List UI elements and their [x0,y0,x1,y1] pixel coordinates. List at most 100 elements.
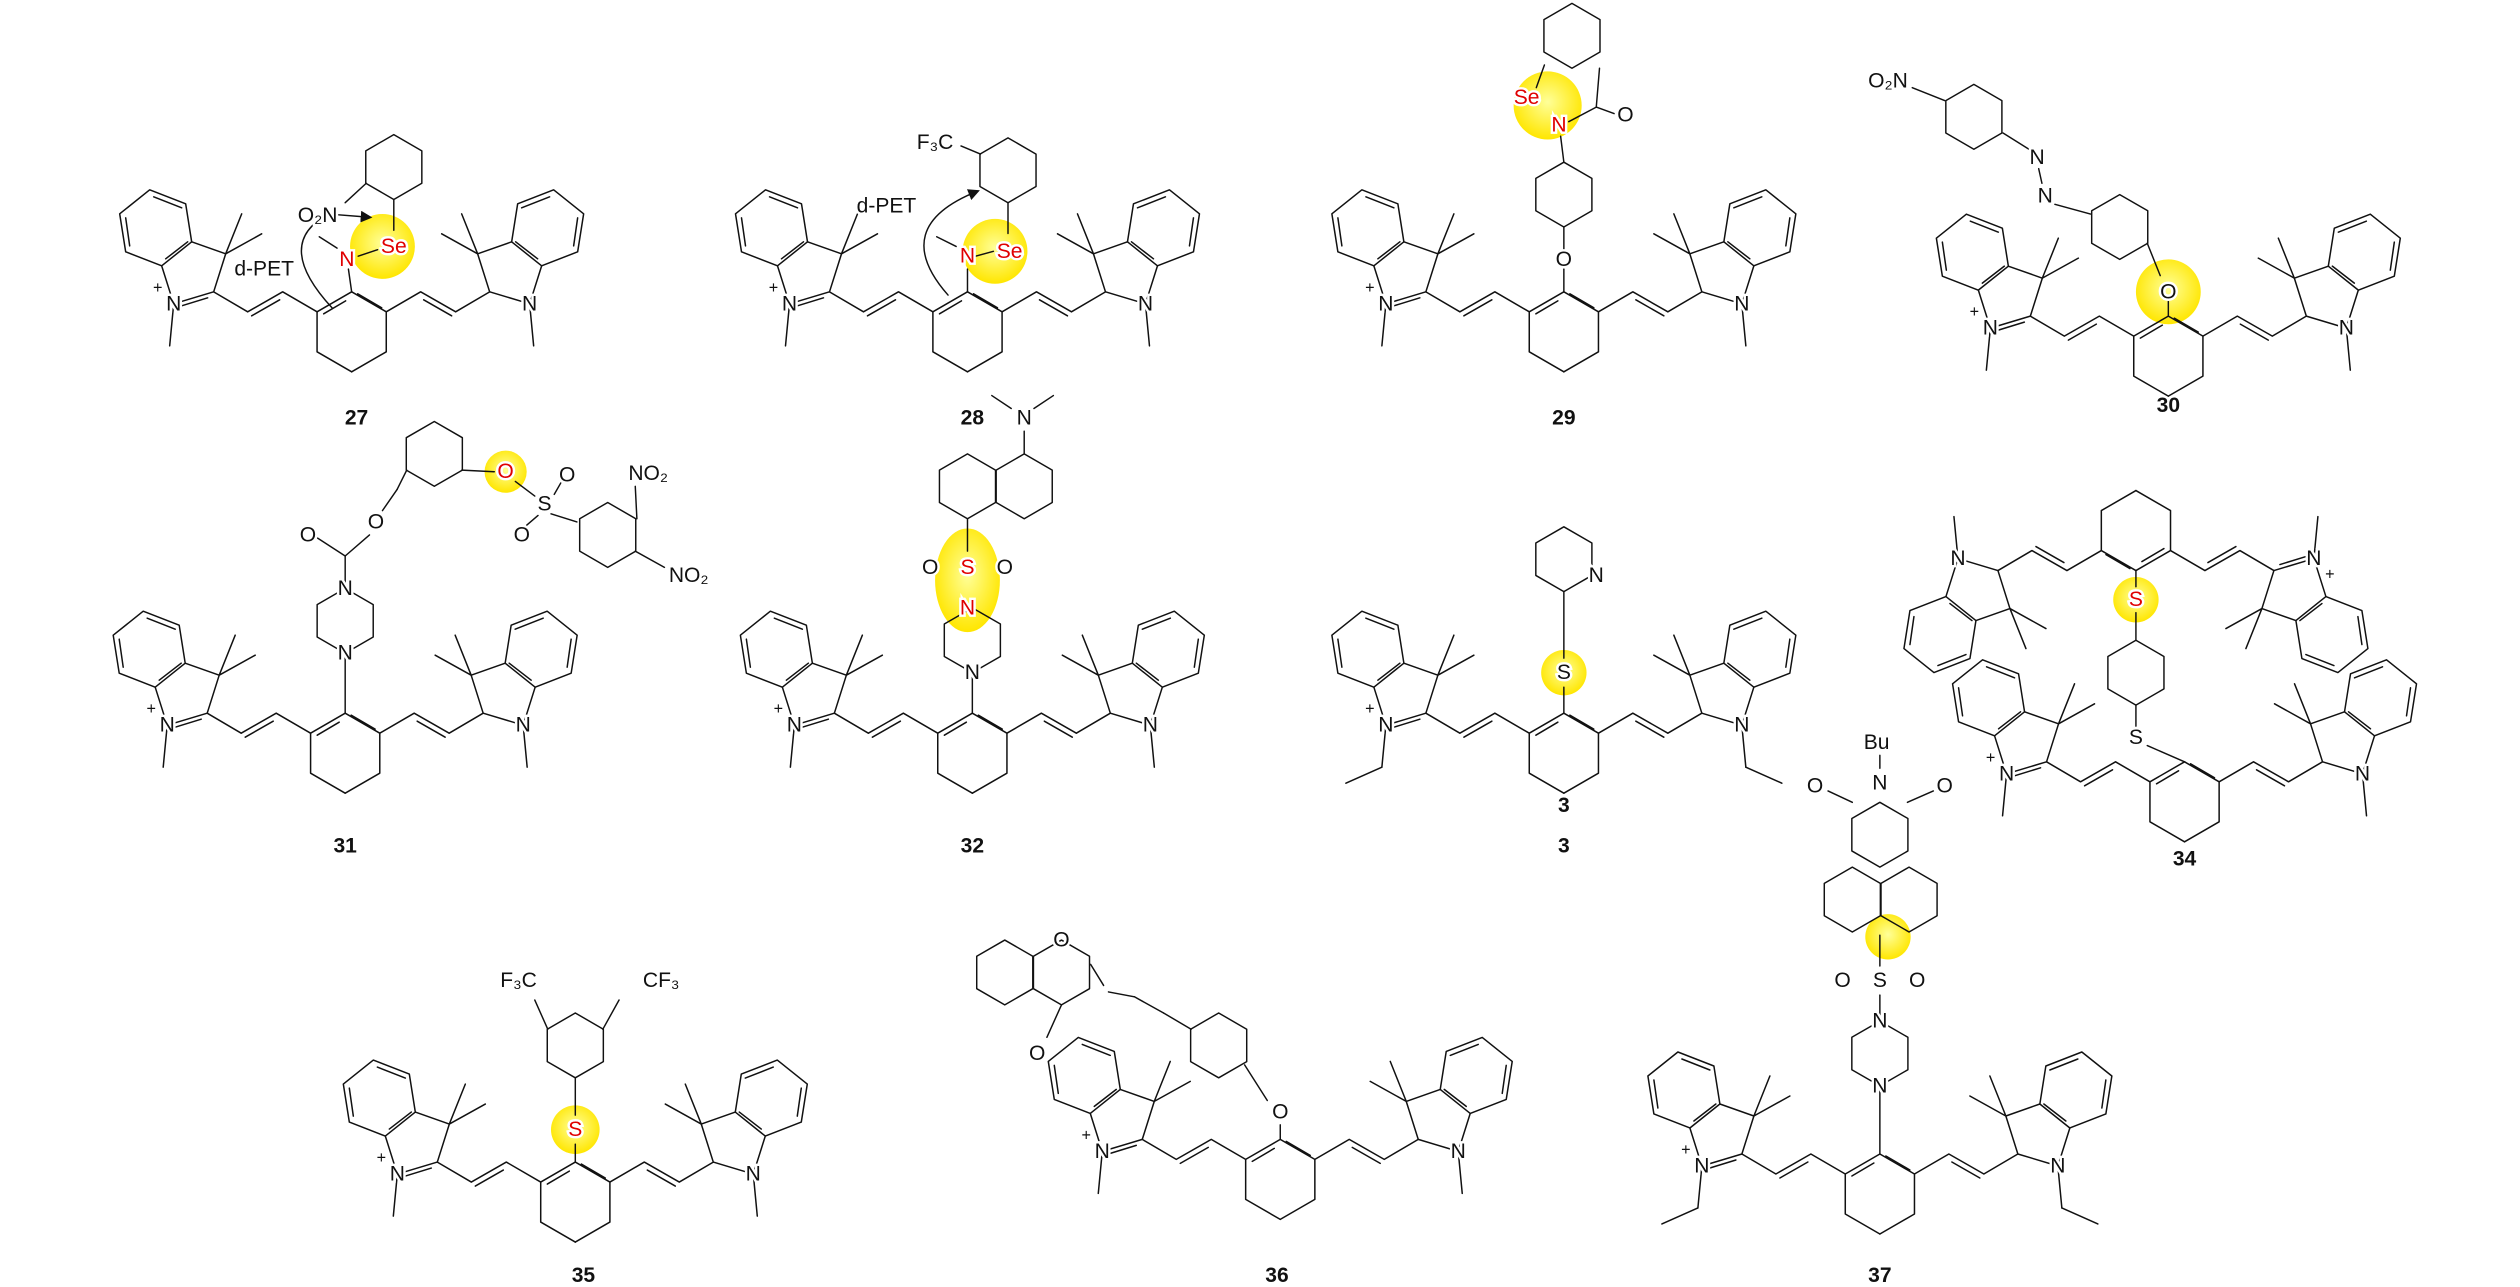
bond [1535,64,1546,89]
bond [2037,167,2043,184]
ethyl-bond [1345,766,1383,784]
positive-charge-label: + [1365,700,1374,718]
bond [2218,761,2324,783]
bond [539,1161,577,1243]
heptamethine-cyanine-core [1647,1051,2113,1235]
indoline-half [1279,1036,1513,1221]
bond [2039,1051,2113,1129]
double-bond [546,1170,571,1185]
bond [162,724,168,768]
bond [1337,196,1401,260]
atom-label: S [568,1118,582,1141]
bond [1977,265,2044,329]
indolium-nitrogen-label: N [1095,1140,1110,1163]
pyridine-ring [1535,526,1593,593]
bond [534,999,549,1030]
bond [745,617,810,681]
bond [168,303,175,347]
atom-label: NO₂ [669,564,709,587]
bond [434,634,472,676]
bond [1909,602,1973,667]
bond [866,299,897,317]
bond [1373,662,1439,726]
atom-label: Se [381,235,407,258]
indolium-nitrogen-label: N [160,714,175,737]
indoline-nitrogen-label: N [1734,292,1749,315]
bond [1162,1012,1192,1030]
bond [2100,489,2137,572]
bond [1331,610,1405,688]
compound-number: 3 [1558,794,1570,817]
bond [2239,323,2270,341]
bond [2009,607,2047,650]
indoline-half [2167,213,2402,397]
indolium-nitrogen-label: N [1983,317,1998,340]
atom-label: O [559,463,575,486]
atom-label: O [1937,775,1953,798]
compound-number: 37 [1868,1264,1891,1287]
indoline-half [1879,1051,2113,1235]
bond [971,712,1008,794]
reactive-site-highlight [1541,649,1587,696]
indolium-nitrogen-label: N [1378,714,1393,737]
heptamethine-cyanine-core [734,189,1201,373]
bond [991,394,1012,410]
bond [1092,241,1159,305]
bond [422,299,453,317]
atom-label: Se [1514,86,1540,109]
bond [664,1083,703,1125]
double-bond [580,1163,607,1179]
imide-ring [1851,801,1909,868]
heptamethine-cyanine-core [118,189,585,373]
indoline-half [344,610,578,794]
bond [1935,213,2010,291]
bond [510,189,585,267]
bond [1697,1165,1703,1209]
bond [1243,1064,1269,1102]
reactive-site-highlight [1513,71,1582,140]
nitrophenyl-ring [1945,83,2003,150]
atom-label: S [1557,661,1571,684]
bond [1635,299,1665,317]
bond [738,1066,803,1130]
bond [1969,1075,2007,1117]
double-bond [174,718,202,728]
atom-label: O [1272,1100,1288,1123]
bond [504,610,578,688]
bond [522,724,528,768]
bond [1006,712,1112,734]
bond [384,1111,451,1175]
bond [2167,315,2204,397]
bond [2083,769,2114,787]
bond [833,712,939,734]
ethyl-bond [2061,1207,2099,1225]
bond [2146,242,2161,277]
bond [2331,220,2396,284]
bond [212,291,318,313]
bond [1559,135,1565,163]
atom-label: S [2129,726,2143,749]
bond [2295,595,2369,674]
double-bond [1569,714,1595,730]
atom-label: S [537,493,551,516]
indolium-nitrogen-label: N [166,292,181,315]
bond [932,291,969,373]
bond [700,1111,767,1175]
bond [357,248,379,257]
bond [1443,1043,1507,1108]
phenoxy-ring [1535,161,1593,228]
atom-label: d-PET [857,194,917,217]
bond [1906,790,1935,804]
bond [2041,237,2080,279]
bond [2345,327,2352,371]
bond [1089,963,1105,987]
bond [1107,991,1136,998]
indoline-half [966,189,1201,373]
bond [2327,213,2402,291]
double-bond [801,718,830,728]
positive-charge-label: + [1365,279,1374,297]
indolium-half [112,610,346,794]
atom-label: S [2129,588,2143,611]
bond [1723,610,1797,688]
